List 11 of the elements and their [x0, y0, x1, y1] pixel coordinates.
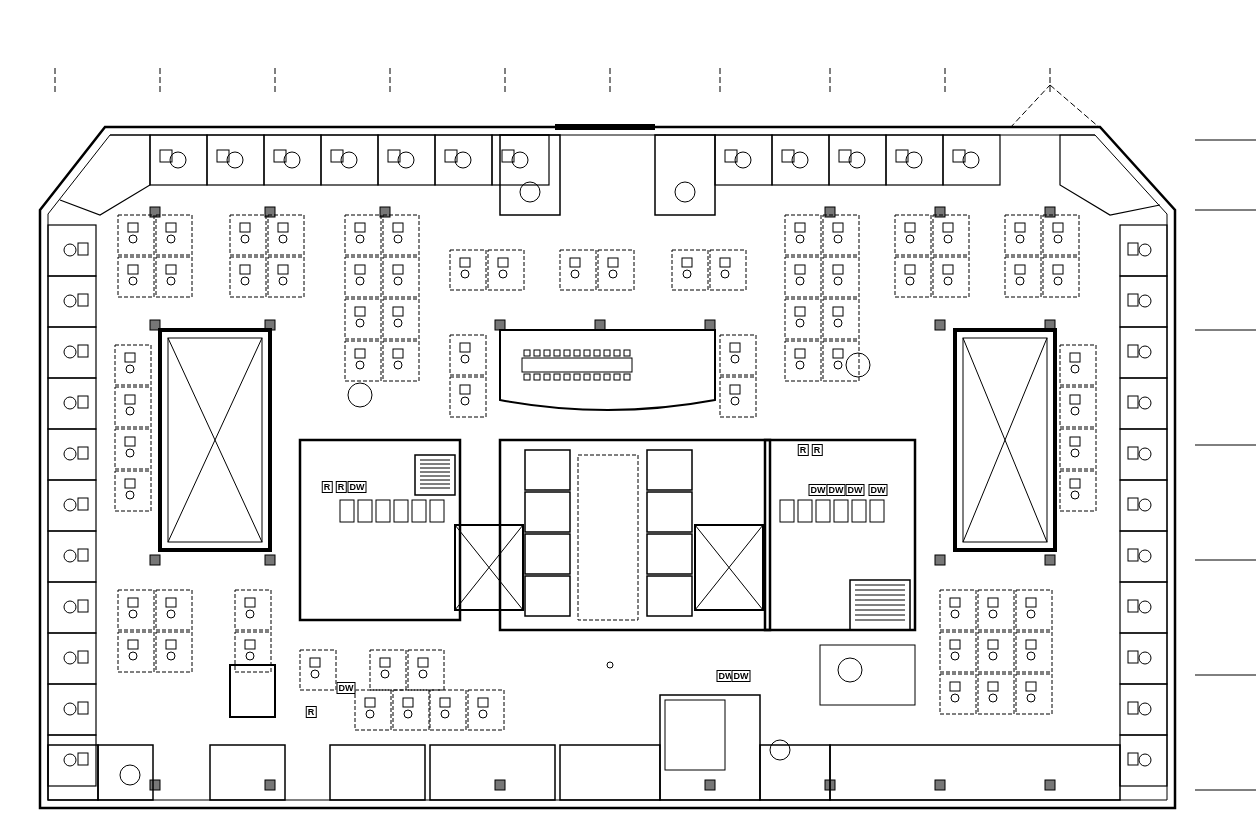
appliance-label: DW — [808, 484, 828, 496]
appliance-label: R — [305, 706, 317, 718]
appliance-label: DW — [336, 682, 356, 694]
appliance-label: DW — [347, 481, 367, 493]
appliance-label: DW — [868, 484, 888, 496]
appliance-label: R — [321, 481, 333, 493]
appliance-label: DW — [826, 484, 846, 496]
appliance-label: R — [335, 481, 347, 493]
appliance-label: DW — [845, 484, 865, 496]
appliance-label: R — [811, 444, 823, 456]
appliance-label: R — [797, 444, 809, 456]
